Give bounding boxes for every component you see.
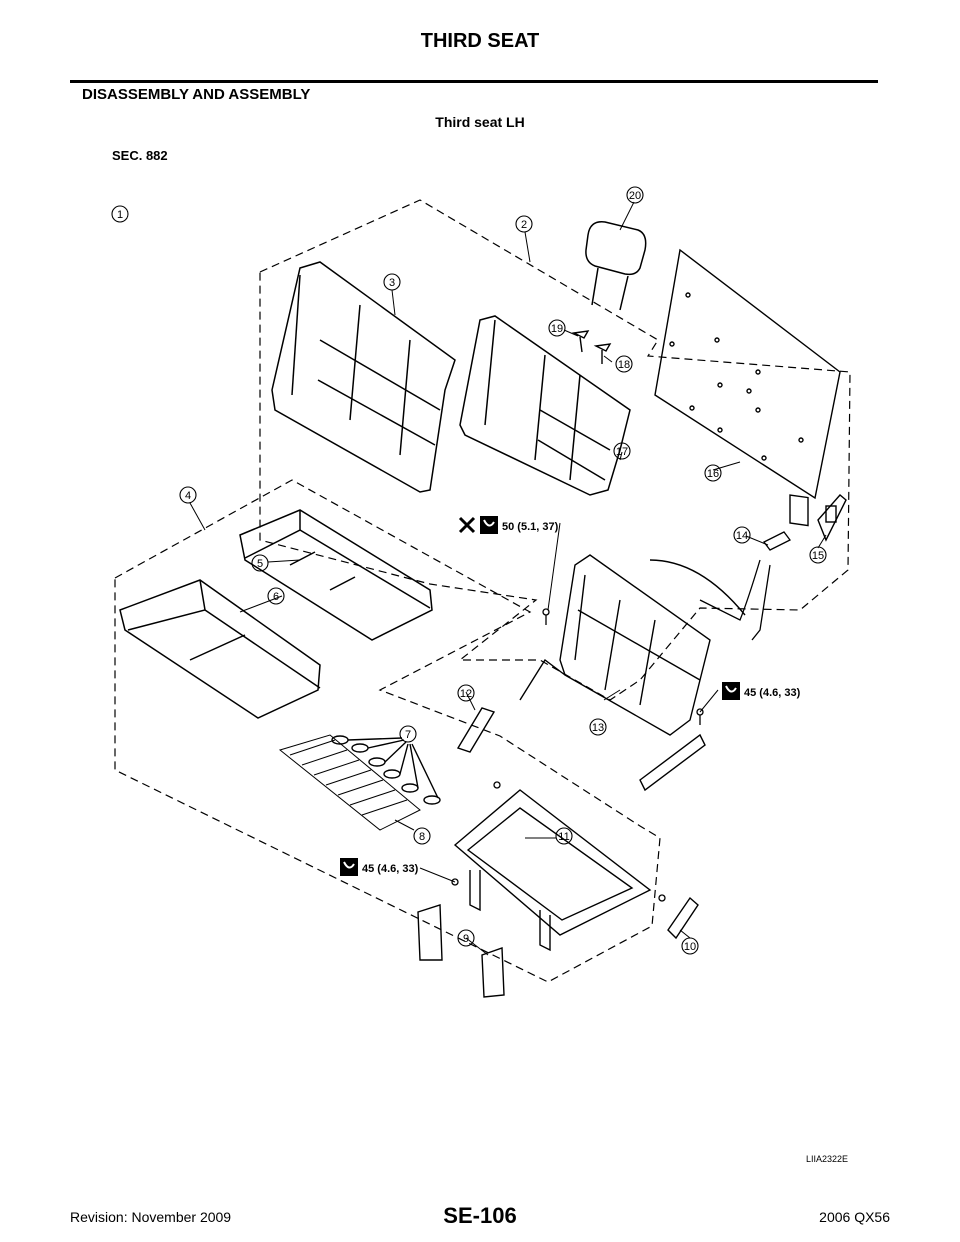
callout-15: 15 [809, 546, 827, 564]
svg-text:5: 5 [257, 558, 263, 570]
revision-date: Revision: November 2009 [70, 1209, 232, 1225]
image-code: LIIA2322E [806, 1154, 848, 1164]
callout-16: 16 [704, 464, 722, 482]
seatback-frame [519, 554, 746, 792]
svg-text:18: 18 [618, 359, 630, 371]
callout-7: 7 [399, 725, 417, 743]
svg-text:20: 20 [629, 190, 641, 202]
svg-text:10: 10 [684, 941, 696, 953]
callout-20: 20 [626, 186, 644, 204]
callout-18: 18 [615, 355, 633, 373]
cushion-frame [453, 789, 652, 952]
torque-annotation-2: 45 (4.6, 33) [722, 682, 801, 700]
callout-5: 5 [251, 554, 269, 572]
seatback-trim [271, 261, 456, 493]
svg-text:17: 17 [616, 446, 628, 458]
svg-text:11: 11 [558, 831, 569, 843]
svg-text:14: 14 [736, 530, 748, 542]
svg-text:45 (4.6, 33): 45 (4.6, 33) [362, 863, 419, 875]
back-board [654, 248, 841, 527]
svg-text:3: 3 [389, 277, 395, 289]
svg-text:7: 7 [405, 729, 411, 741]
figure-caption: Third seat LH [435, 114, 525, 130]
svg-text:15: 15 [812, 550, 824, 562]
springs [331, 735, 441, 805]
replace-part-icon [458, 516, 476, 534]
sec-label: SEC. 882 [112, 148, 168, 163]
svg-text:1: 1 [117, 209, 123, 221]
torque-wrench-icon [480, 516, 498, 534]
callout-1: 1 [111, 205, 129, 223]
release-cable [699, 531, 791, 641]
seatback-pad [459, 315, 631, 496]
callouts: 1 2 3 4 5 6 7 8 9 10 11 12 13 14 15 16 1… [111, 186, 827, 955]
callout-19: 19 [548, 319, 566, 337]
cushion-pad [239, 509, 433, 641]
headrest [585, 221, 647, 311]
callout-4: 4 [179, 486, 197, 504]
callout-3: 3 [383, 273, 401, 291]
bolts [451, 608, 704, 902]
callout-10: 10 [681, 937, 699, 955]
svg-text:45 (4.6, 33): 45 (4.6, 33) [744, 687, 801, 699]
svg-text:6: 6 [273, 591, 279, 603]
model-label: 2006 QX56 [819, 1209, 890, 1225]
callout-9: 9 [457, 929, 475, 947]
seatback-group-outline [259, 199, 851, 701]
cushion-group-outline [114, 479, 661, 983]
headrest-pins [571, 330, 612, 364]
svg-text:2: 2 [521, 219, 527, 231]
torque-wrench-icon [722, 682, 740, 700]
torque-annotation-1: 50 (5.1, 37) [458, 516, 559, 534]
svg-text:12: 12 [460, 688, 472, 700]
callout-13: 13 [589, 718, 607, 736]
callout-2: 2 [515, 215, 533, 233]
svg-text:19: 19 [551, 323, 563, 335]
svg-text:9: 9 [463, 933, 469, 945]
callout-17: 17 [613, 442, 631, 460]
page-title: THIRD SEAT [420, 30, 540, 52]
torque-annotation-3: 45 (4.6, 33) [340, 858, 419, 876]
callout-12: 12 [457, 684, 475, 702]
section-title: DISASSEMBLY AND ASSEMBLY [82, 86, 311, 103]
spring-mat [278, 734, 421, 831]
svg-text:4: 4 [185, 490, 191, 502]
svg-text:13: 13 [592, 722, 604, 734]
svg-text:16: 16 [707, 468, 719, 480]
cushion-trim [119, 579, 321, 719]
callout-6: 6 [267, 587, 285, 605]
leader-lines [189, 201, 827, 956]
callout-8: 8 [413, 827, 431, 845]
torque-wrench-icon [340, 858, 358, 876]
callout-14: 14 [733, 526, 751, 544]
release-handle [817, 494, 847, 542]
svg-text:50 (5.1, 37): 50 (5.1, 37) [502, 521, 559, 533]
page-number: SE-106 [443, 1203, 517, 1228]
callout-11: 11 [555, 827, 573, 845]
header-rule [70, 80, 878, 83]
svg-text:8: 8 [419, 831, 425, 843]
brackets [417, 707, 699, 998]
